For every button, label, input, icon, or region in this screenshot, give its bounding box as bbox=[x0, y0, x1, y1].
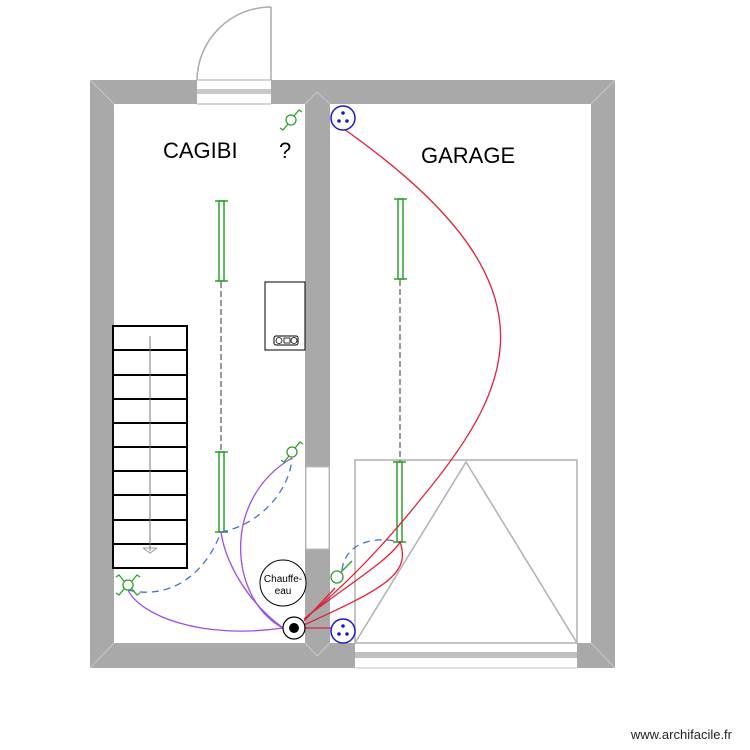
outlet-icon[interactable] bbox=[330, 618, 356, 644]
light-switch-icon[interactable] bbox=[115, 574, 141, 596]
garage-door[interactable] bbox=[354, 459, 578, 669]
water-heater-label-2: eau bbox=[275, 586, 292, 597]
light-tube-icon[interactable] bbox=[215, 451, 228, 533]
light-switch-icon[interactable] bbox=[330, 560, 353, 584]
water-heater-icon: Chauffe- eau bbox=[259, 559, 307, 607]
power-wires bbox=[303, 126, 502, 629]
light-tube-icon[interactable] bbox=[215, 200, 228, 282]
light-tube-icon[interactable] bbox=[394, 198, 407, 280]
stairs-direction-arrow-icon bbox=[142, 336, 158, 554]
room-label-cagibi: CAGIBI bbox=[163, 138, 238, 163]
boiler-icon bbox=[264, 281, 306, 351]
interior-opening bbox=[305, 466, 330, 550]
question-mark-label: ? bbox=[279, 138, 291, 163]
room-label-garage: GARAGE bbox=[421, 143, 515, 168]
light-switch-icon[interactable] bbox=[279, 109, 303, 131]
walls bbox=[89, 79, 616, 669]
outlet-icon[interactable] bbox=[330, 105, 356, 131]
watermark: www.archifacile.fr bbox=[630, 727, 732, 742]
entry-door[interactable] bbox=[196, 6, 272, 105]
lighting-wires bbox=[127, 457, 293, 632]
light-switch-icon[interactable] bbox=[280, 441, 304, 463]
junction-box-icon[interactable] bbox=[282, 616, 306, 640]
switch-dashed-wires bbox=[127, 457, 401, 593]
fixture-link-lines bbox=[220, 280, 401, 461]
water-heater-label-1: Chauffe- bbox=[264, 574, 302, 585]
